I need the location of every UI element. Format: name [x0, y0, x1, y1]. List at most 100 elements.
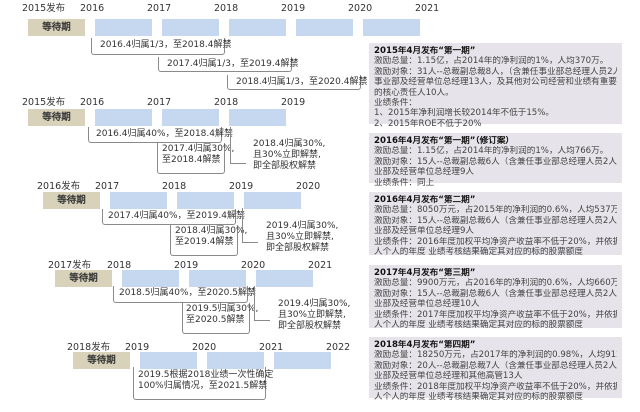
- panel-line: 业部及经营单位总经理9人: [374, 226, 474, 237]
- panel-line: 激励对象：15人--总裁副总裁6人（含兼任事业部总经理人员2人）事: [374, 156, 617, 167]
- plan-details-panel: 2017年4月发布“第三期”激励总量：9900万元，占2016年的净利润的0.6…: [369, 265, 622, 331]
- vesting-note: 且30%立即解禁,: [266, 232, 334, 242]
- waiting-period-box: 等待期: [73, 352, 130, 369]
- vesting-note: 至2020.5解禁: [186, 315, 245, 325]
- year-label: 2020: [241, 260, 266, 271]
- panel-line: 业绩条件：2018年度加权平均净资产收益率不低于20%，并依据持有: [374, 381, 617, 392]
- vesting-note: 2016.4归属1/3，至2018.4解禁: [100, 40, 232, 50]
- year-label: 2019: [281, 3, 306, 14]
- vesting-bracket: [170, 225, 238, 256]
- vesting-note: 2018.4归属1/3，至2020.4解禁: [236, 77, 368, 87]
- panel-line: 业部及经营单位总经理和其他高管13人: [374, 371, 523, 382]
- year-label: 2019: [229, 181, 254, 192]
- year-label: 2017: [147, 3, 172, 14]
- release-label: 2017发布: [48, 260, 92, 271]
- vesting-year-bar: [189, 270, 246, 287]
- vesting-year-bar: [256, 270, 313, 287]
- vesting-connector-line: [242, 208, 258, 243]
- waiting-period-box: 等待期: [43, 192, 100, 209]
- year-label: 2018: [162, 181, 187, 192]
- waiting-period-box: 等待期: [28, 109, 85, 126]
- panel-line: 业绩条件：2017年度加权平均净资产收益率不低于20%，并依据持有: [374, 309, 617, 320]
- vesting-year-bar: [162, 19, 219, 36]
- year-label: 2021: [308, 260, 333, 271]
- year-label: 2016: [80, 3, 105, 14]
- panel-line: 1、2015年净利润增长较2014年不低于15%。: [374, 108, 555, 119]
- panel-line: 的核心责任人10人。: [374, 87, 454, 98]
- release-label: 2018发布: [67, 342, 111, 353]
- vesting-bracket: [91, 38, 225, 55]
- panel-line: 业部及经营单位总经理10人: [374, 299, 480, 310]
- vesting-year-bar: [229, 109, 286, 126]
- vesting-year-bar: [110, 192, 167, 209]
- year-label: 2017: [95, 181, 120, 192]
- plan-details-panel: 2018年4月发布“第四期”激励总量：18250万元，占2017年的净利润的0.…: [369, 337, 622, 402]
- vesting-note: 且30%立即解禁,: [278, 310, 346, 320]
- vesting-note: 100%归属情况，至2021.5解禁: [138, 381, 268, 391]
- vesting-note: 即全部股权解禁: [278, 321, 342, 331]
- release-label: 2015发布: [22, 97, 66, 108]
- vesting-bracket: [182, 303, 250, 334]
- release-label: 2015发布: [22, 3, 66, 14]
- panel-line: 人个人的年度 业绩考核结果确定其对应的标的股票额度: [374, 392, 583, 403]
- vesting-note: 2017.4归属30%,: [162, 144, 235, 154]
- vesting-note: 2018.4归属30%,: [253, 139, 326, 149]
- vesting-bracket: [227, 75, 361, 90]
- vesting-bracket: [158, 57, 292, 72]
- vesting-year-bar: [207, 352, 264, 369]
- year-label: 2021: [415, 3, 440, 14]
- vesting-bracket: [113, 286, 248, 303]
- vesting-year-bar: [95, 109, 152, 126]
- waiting-period-box: 等待期: [28, 19, 85, 36]
- vesting-year-bar: [229, 19, 286, 36]
- vesting-note: 2018.5归属40%，至2020.5解禁: [119, 288, 256, 298]
- vesting-year-bar: [244, 192, 301, 209]
- vesting-note: 2019.4归属30%,: [266, 221, 339, 231]
- panel-title: 2016年4月发布“第一期”（修订案）: [374, 136, 515, 146]
- panel-line: 激励总量：1.15亿，占2014年的净利润的1%，人均766万。: [374, 146, 609, 157]
- panel-line: 激励对象：15人--总裁副总裁6人（含兼任事业部总经理人员2人）事: [374, 288, 617, 299]
- vesting-connector-line: [230, 127, 246, 164]
- panel-line: 激励总量：8050万元，占2015年的净利润的0.6%，人均537万。: [374, 205, 617, 216]
- panel-line: 业绩条件：2016年度加权平均净资产收益率不低于20%，并依据持有: [374, 236, 617, 247]
- panel-line: 激励总量：1.15亿，占2014年的净利润的1%，人均370万。: [374, 56, 609, 67]
- year-label: 2018: [107, 260, 132, 271]
- year-label: 2020: [296, 181, 321, 192]
- waiting-period-box: 等待期: [55, 270, 112, 287]
- vesting-note: 且30%立即解禁,: [253, 150, 321, 160]
- vesting-note: 2017.4归属40%，至2019.4解禁: [108, 211, 245, 221]
- vesting-bracket: [133, 367, 266, 400]
- year-label: 2019: [125, 342, 150, 353]
- vesting-note: 2019.5归属30%,: [186, 304, 259, 314]
- year-label: 2018: [214, 3, 239, 14]
- vesting-note: 至2019.4解禁: [175, 237, 234, 247]
- year-label: 2020: [348, 3, 373, 14]
- year-label: 2020: [192, 342, 217, 353]
- vesting-note: 2019.4归属30%,: [278, 299, 351, 309]
- panel-title: 2016年4月发布“第二期”: [374, 195, 476, 205]
- vesting-year-bar: [95, 19, 152, 36]
- year-label: 2022: [326, 342, 351, 353]
- vesting-note: 即全部股权解禁: [253, 161, 317, 171]
- panel-line: 2、2015年ROE不低于20%: [374, 118, 482, 129]
- plan-details-panel: 2015年4月发布“第一期”激励总量：1.15亿，占2014年的净利润的1%，人…: [369, 43, 622, 129]
- vesting-connector-line: [254, 286, 270, 321]
- vesting-year-bar: [162, 109, 219, 126]
- panel-line: 激励对象：15人--总裁副总裁6人（含兼任事业部总经理人员2人）事: [374, 215, 617, 226]
- vesting-year-bar: [363, 19, 420, 36]
- panel-line: 人个人的年度 业绩考核结果确定其对应的标的股票额度: [374, 247, 583, 258]
- vesting-year-bar: [274, 352, 331, 369]
- panel-line: 人个人的年度 业绩考核结果确定其对应的标的股票额度: [374, 320, 583, 331]
- plan-details-panel: 2016年4月发布“第二期”激励总量：8050万元，占2015年的净利润的0.6…: [369, 192, 622, 258]
- panel-title: 2018年4月发布“第四期”: [374, 340, 476, 350]
- vesting-year-bar: [296, 19, 353, 36]
- plan-details-panel: 2016年4月发布“第一期”（修订案）激励总量：1.15亿，占2014年的净利润…: [369, 133, 622, 188]
- panel-line: 激励对象：20人--总裁副总裁7人（含兼任事业部总经理人员2人）事: [374, 360, 617, 371]
- vesting-year-bar: [177, 192, 234, 209]
- panel-line: 激励对象：31人--总裁副总裁8人，（含兼任事业部总经理人员2人）: [374, 66, 617, 77]
- vesting-note: 2019.5根据2018业绩一次性确定: [138, 370, 274, 380]
- year-label: 2016: [80, 97, 105, 108]
- year-label: 2021: [259, 342, 284, 353]
- vesting-note: 2016.4归属40%，至2018.4解禁: [96, 129, 233, 139]
